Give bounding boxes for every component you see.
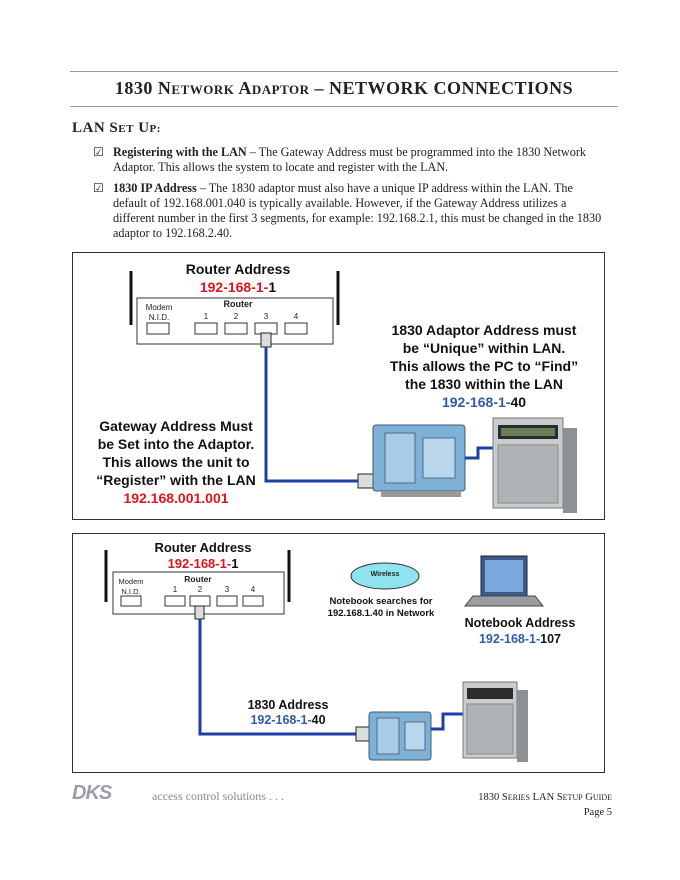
diagram-1-drawing (129, 271, 577, 513)
notebook-address: Notebook Address 192-168-1-107 (464, 616, 576, 646)
checkbox-icon: ☑ (93, 181, 104, 195)
nid-label: N.I.D. (148, 313, 170, 322)
top-rule (70, 71, 618, 72)
router-address-label: Router Address (185, 261, 291, 277)
diagram-2-drawing (104, 550, 545, 762)
port-label-2: 2 (197, 585, 203, 594)
adaptor-address: 1830 Address 192-168-1-40 (247, 698, 329, 727)
port-label-1: 1 (203, 312, 209, 321)
router-ip: 192-168-1-1 (167, 556, 239, 571)
bullet-ip-address: ☑ 1830 IP Address – The 1830 adaptor mus… (93, 181, 602, 240)
modem-label: Modem (145, 303, 173, 312)
gateway-address-note: Gateway Address Must be Set into the Ada… (96, 418, 256, 506)
port-label-2: 2 (233, 312, 239, 321)
port-label-4: 4 (250, 585, 256, 594)
notebook-search-note: Notebook searches for 192.168.1.40 in Ne… (327, 596, 435, 619)
port-label-3: 3 (263, 312, 269, 321)
dks-logo: DKS (72, 782, 112, 804)
footer-guide: 1830 SERIES LAN SETUP GUIDE Page 5 (478, 792, 612, 818)
router-ip: 192-168-1-1 (199, 279, 277, 295)
router-address-label: Router Address (154, 540, 252, 555)
footer-tagline: access control solutions . . . (152, 789, 284, 803)
page-title: 1830 NETWORK ADAPTOR – NETWORK CONNECTIO… (114, 78, 574, 98)
page-number: Page 5 (583, 807, 612, 818)
port-label-3: 3 (224, 585, 230, 594)
diagram-lan-adaptor: Router Address 192-168-1-1 Modem N.I.D. … (72, 252, 605, 520)
adaptor-address-note: 1830 Adaptor Address must be “Unique” wi… (389, 322, 579, 410)
router-label: Router (184, 574, 212, 584)
section-heading: LAN SET UP: (72, 120, 161, 136)
wireless-label: Wireless (370, 571, 400, 578)
port-label-1: 1 (172, 585, 178, 594)
title-rule (70, 106, 618, 107)
router-label: Router (223, 299, 253, 309)
bullet-registering: ☑ Registering with the LAN – The Gateway… (93, 145, 586, 174)
nid-label: N.I.D. (121, 587, 141, 596)
port-label-4: 4 (293, 312, 299, 321)
checkbox-icon: ☑ (93, 145, 104, 159)
modem-label: Modem (118, 577, 144, 586)
diagram-wireless-notebook: Router Address 192-168-1-1 Modem N.I.D. … (72, 533, 605, 773)
